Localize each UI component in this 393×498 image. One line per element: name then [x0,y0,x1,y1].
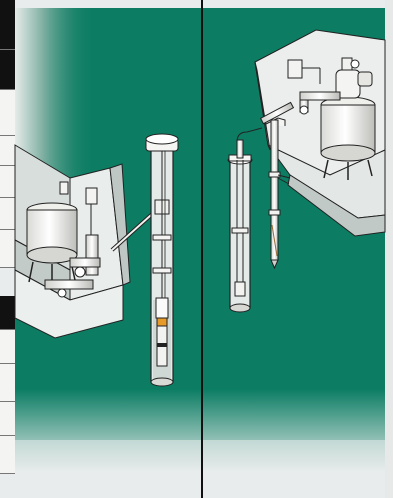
submersible-well [146,134,178,386]
right-margin [385,0,393,498]
soil-bottom [15,440,393,498]
